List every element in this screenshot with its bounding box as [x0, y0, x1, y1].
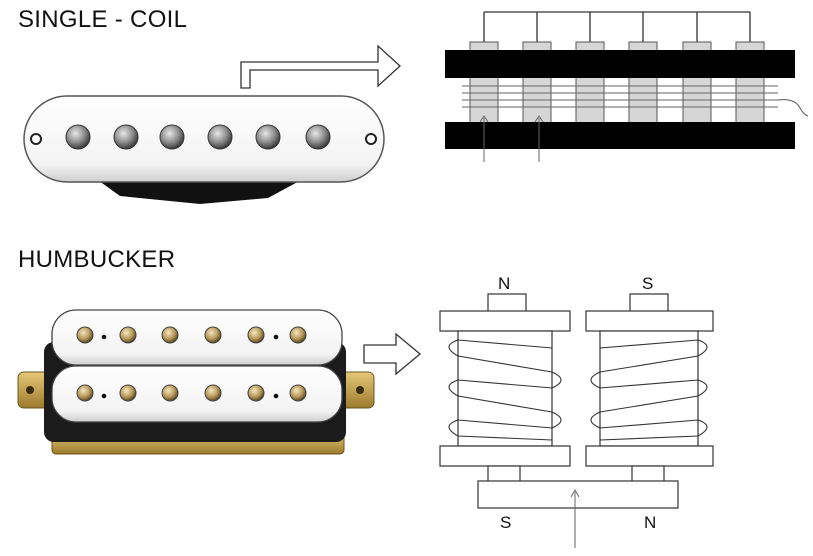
right-coil-bottom-flange — [585, 445, 714, 467]
single-coil-cross-section — [445, 11, 809, 162]
pole-piece — [119, 326, 137, 344]
pole-piece — [204, 326, 222, 344]
pole-piece — [289, 384, 307, 402]
pole-piece — [159, 124, 185, 150]
screw-dot — [273, 393, 279, 399]
left-coil-top-flange — [439, 310, 571, 332]
coil-windings — [462, 85, 778, 108]
mounting-hole-right — [365, 133, 377, 145]
humbucker-pickup — [17, 309, 375, 455]
humbucker-cross-section — [439, 293, 714, 509]
single-coil-cover — [23, 95, 385, 183]
humbucker-top-poles — [76, 326, 307, 344]
left-lower-block — [487, 465, 521, 483]
bottom-bobbin — [51, 365, 343, 423]
humbucker-arrow-icon — [363, 332, 422, 376]
top-bobbin-flange — [445, 50, 795, 78]
humbucker-field-arrow — [570, 488, 580, 548]
humbucker-left-windings — [448, 339, 562, 441]
right-coil-core — [599, 330, 699, 447]
humbucker-title: HUMBUCKER — [18, 246, 176, 273]
pole-piece — [76, 384, 94, 402]
screw-dot — [101, 393, 107, 399]
single-coil-base — [95, 178, 305, 204]
mounting-hole-left — [26, 386, 34, 394]
field-arrows — [479, 115, 544, 162]
pole-piece — [161, 326, 179, 344]
pole-label-bottom-right: N — [644, 513, 656, 532]
pole-piece — [289, 326, 307, 344]
pole-piece — [207, 124, 233, 150]
pole-piece — [161, 384, 179, 402]
single-coil-arrow-icon — [240, 44, 401, 89]
pole-piece — [204, 384, 222, 402]
pole-piece — [247, 384, 265, 402]
pole-tab-s — [629, 293, 669, 313]
lead-wire — [777, 99, 809, 117]
humbucker-right-windings — [590, 339, 708, 441]
pole-label-top-left: N — [498, 274, 510, 293]
left-coil-core — [457, 330, 553, 447]
single-coil-title: SINGLE - COIL — [18, 6, 188, 33]
pole-piece — [76, 326, 94, 344]
screw-dot — [101, 334, 107, 340]
pole-label-bottom-left: S — [500, 513, 511, 532]
pole-piece — [305, 124, 331, 150]
right-coil-top-flange — [585, 310, 714, 332]
mounting-hole-left — [30, 133, 42, 145]
magnet-bracket — [483, 11, 751, 42]
pole-piece — [247, 326, 265, 344]
single-coil-pole-pieces — [65, 124, 331, 150]
screw-dot — [273, 334, 279, 340]
left-coil-bottom-flange — [439, 445, 571, 467]
top-bobbin — [51, 309, 343, 366]
pole-tab-n — [487, 293, 527, 313]
mounting-hole-right — [356, 386, 364, 394]
pole-piece — [65, 124, 91, 150]
bottom-bobbin-flange — [445, 122, 795, 149]
pole-piece — [113, 124, 139, 150]
pole-piece — [255, 124, 281, 150]
pole-label-top-right: S — [642, 274, 653, 293]
single-coil-pickup — [23, 95, 385, 204]
right-lower-block — [631, 465, 665, 483]
pole-piece — [119, 384, 137, 402]
humbucker-bottom-poles — [76, 384, 307, 402]
